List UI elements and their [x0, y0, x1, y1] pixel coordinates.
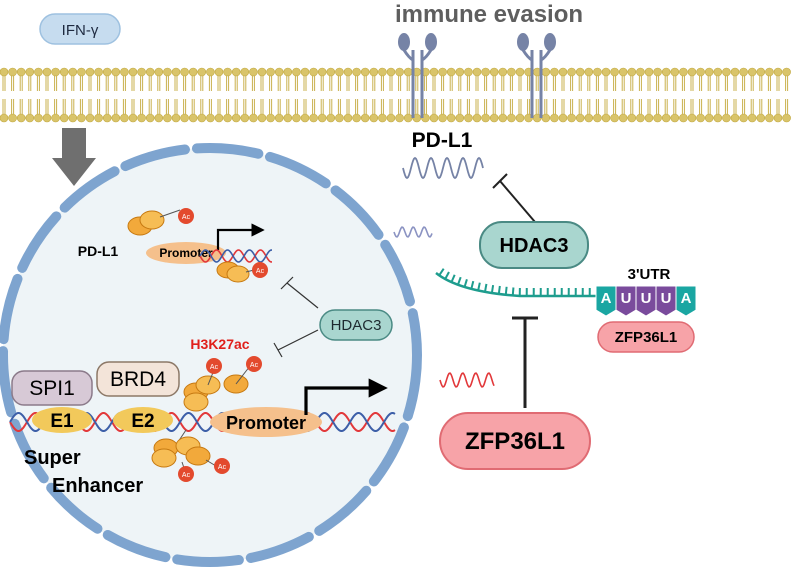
pdl1-receptor-icon — [517, 33, 556, 118]
spi1-box — [11, 370, 93, 406]
dna-helix-small — [199, 249, 272, 263]
nucleosome-top: Ac — [127, 208, 194, 236]
mrna-strand — [435, 268, 600, 298]
inhibition-line — [286, 282, 319, 309]
promoter-large — [210, 407, 322, 437]
ifn-gamma-pill: IFN-γ — [39, 13, 121, 45]
promoter-small — [146, 242, 226, 264]
enhancer-label: Enhancer — [52, 475, 143, 497]
utr-base-label: U — [621, 290, 632, 307]
nucleus — [0, 143, 422, 567]
zfp36l1-small-pill — [597, 321, 695, 353]
cell-membrane — [0, 67, 791, 123]
promoter-large-label: Promoter — [226, 413, 306, 433]
inhibition-line — [499, 180, 536, 223]
zfp36l1-large-pill — [439, 412, 591, 470]
ac-label: Ac — [256, 268, 265, 275]
utr-base-label: A — [601, 290, 612, 307]
zfp36l1-large-label: ZFP36L1 — [465, 428, 565, 455]
inhibition-bar — [492, 173, 508, 189]
enhancer-e2 — [113, 407, 173, 433]
ifn-signal-arrow — [52, 128, 96, 186]
acetyl-mark-icon — [214, 458, 230, 474]
mrna-wave-red — [439, 372, 495, 388]
e1-label: E1 — [50, 411, 74, 432]
ac-label: Ac — [182, 472, 191, 479]
transcription-arrow-small-icon — [216, 223, 265, 250]
nucleosome-lower: Ac Ac — [151, 429, 230, 482]
acetyl-mark-icon — [252, 262, 268, 278]
hdac3-nucleus-pill — [319, 309, 393, 341]
ifn-gamma-label: IFN-γ — [62, 22, 99, 39]
brd4-label: BRD4 — [110, 368, 166, 391]
utr-base-label: U — [641, 290, 652, 307]
pdl1-nucleus-label: PD-L1 — [78, 243, 119, 259]
hdac3-cyto-pill — [479, 221, 589, 269]
inhibition-bar — [280, 276, 294, 290]
ac-label: Ac — [182, 214, 191, 221]
e2-label: E2 — [131, 411, 154, 432]
h3k27ac-label: H3K27ac — [190, 336, 249, 352]
acetyl-mark-icon — [178, 208, 194, 224]
utr-label: 3'UTR — [628, 266, 671, 283]
acetyl-mark-icon — [206, 358, 222, 374]
promoter-small-label: Promoter — [159, 246, 213, 260]
utr-base-label: A — [681, 290, 692, 307]
ac-label: Ac — [210, 364, 219, 371]
ac-label: Ac — [218, 464, 227, 471]
ac-label: Ac — [250, 362, 259, 369]
hdac3-cyto-label: HDAC3 — [500, 235, 569, 257]
nucleosome-upper: Ac Ac — [183, 356, 262, 412]
acetyl-mark-icon — [246, 356, 262, 372]
mrna-wave-small — [393, 226, 433, 238]
immune-evasion-label: immune evasion — [395, 1, 583, 28]
brd4-box — [96, 361, 180, 397]
zfp36l1-small-label: ZFP36L1 — [615, 329, 678, 346]
nucleosome-top-right: Ac — [216, 261, 268, 283]
super-label: Super — [24, 447, 81, 469]
hdac3-nucleus-label: HDAC3 — [331, 317, 382, 334]
pdl1-membrane-label: PD-L1 — [412, 129, 473, 152]
spi1-label: SPI1 — [29, 377, 75, 400]
inhibition-line — [277, 329, 319, 351]
utr-base-label: U — [661, 290, 672, 307]
transcription-arrow-large-icon — [304, 378, 388, 415]
enhancer-e1 — [32, 407, 92, 433]
pdl1-receptor-icon — [398, 33, 437, 118]
pdl1-mrna-wave — [402, 156, 484, 180]
acetyl-mark-icon — [178, 466, 194, 482]
inhibition-bar — [273, 342, 283, 358]
